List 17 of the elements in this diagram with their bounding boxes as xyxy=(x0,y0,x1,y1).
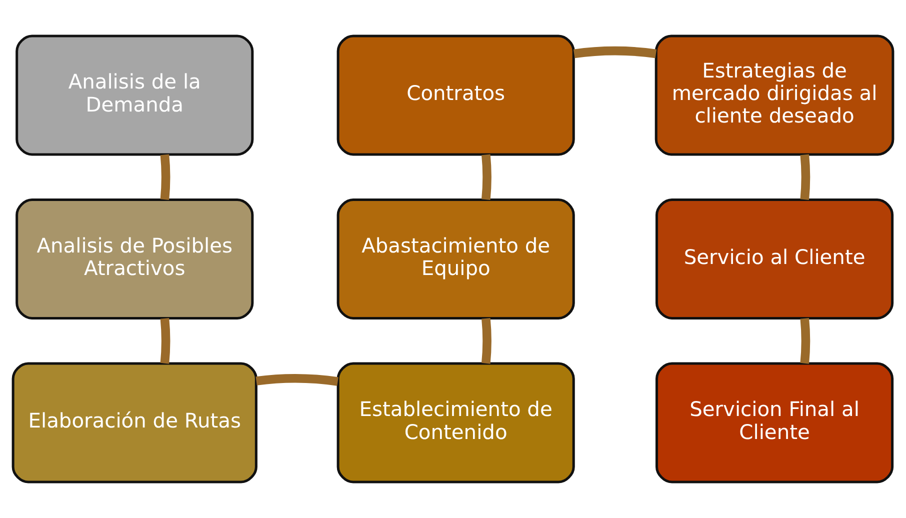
node-box: Servicio al Cliente xyxy=(656,198,894,320)
connector xyxy=(800,154,810,200)
node-box: Analisis de Posibles Atractivos xyxy=(16,198,254,320)
connector xyxy=(160,318,170,364)
connector xyxy=(256,374,338,386)
connector xyxy=(800,318,810,364)
connector xyxy=(482,154,492,200)
connector xyxy=(160,154,170,200)
node-box: Contratos xyxy=(336,34,575,156)
node-box: Abastacimiento de Equipo xyxy=(336,198,575,320)
connector xyxy=(482,318,492,364)
node-box: Establecimiento de Contenido xyxy=(336,362,575,484)
node-box: Servicion Final al Cliente xyxy=(656,362,894,484)
node-box: Estrategias de mercado dirigidas al cliente deseado xyxy=(654,34,894,156)
connector xyxy=(574,46,656,58)
node-box: Analisis de la Demanda xyxy=(16,34,254,156)
node-box: Elaboración de Rutas xyxy=(12,362,258,484)
